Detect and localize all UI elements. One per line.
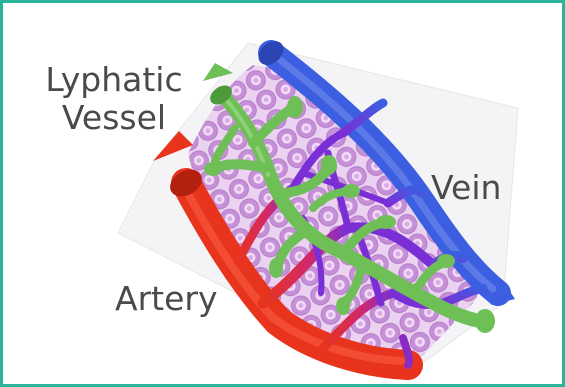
artery-label: Artery — [115, 280, 217, 318]
vein-label: Vein — [431, 169, 501, 207]
lymphatic-label-line1: Lyphatic — [29, 61, 199, 99]
lymphatic-vessel-label: Lyphatic Vessel — [29, 61, 199, 137]
lymphatic-label-line2: Vessel — [29, 99, 199, 137]
